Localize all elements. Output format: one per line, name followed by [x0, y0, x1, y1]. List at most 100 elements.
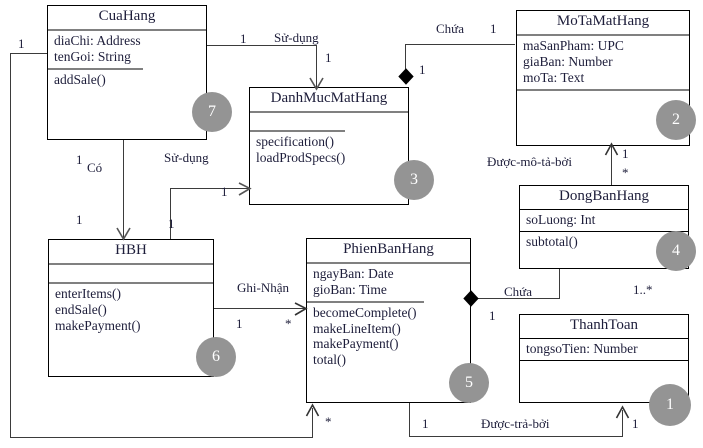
class-name-cuahang: CuaHang [98, 8, 156, 24]
line-cuahang-phien-right-vertical [312, 408, 313, 437]
arrowhead-phien-thanhtoan [615, 405, 630, 419]
line-cuahang-phien-top-horizontal [10, 53, 48, 54]
arrowhead-cuahang-hbh [116, 227, 131, 241]
line-phien-thanhtoan-right-vertical [622, 410, 623, 437]
operation: total() [313, 352, 346, 368]
class-box-motamathang[interactable]: MoTaMatHang maSanPham: UPC giaBan: Numbe… [516, 10, 690, 146]
badge-phienbanhang: 5 [449, 363, 489, 403]
multiplicity-cuahang-down-top: 1 [76, 152, 83, 167]
operation: makePayment() [313, 336, 399, 352]
divider [520, 230, 688, 232]
line-cuahang-hbh-vertical [123, 140, 124, 239]
multiplicity-dongban-chua: 1..* [633, 282, 653, 297]
class-box-dongbanhang[interactable]: DongBanHang soLuong: Int subtotal() [519, 185, 689, 269]
multiplicity-thanhtoan-tra: 1 [632, 416, 639, 431]
divider [307, 300, 425, 303]
badge-hbh: 6 [196, 337, 236, 377]
relation-label-ghinhan: Ghi-Nhận [237, 280, 289, 295]
class-name-dongbanhang: DongBanHang [559, 188, 649, 204]
attribute: soLuong: Int [526, 211, 596, 227]
arrowhead-cuahang-phienbanhang [305, 403, 320, 417]
relation-label-duocmotaboi: Được-mô-tả-bởi [487, 154, 573, 169]
line-cuahang-phien-left-vertical [10, 53, 11, 438]
divider [517, 88, 689, 91]
attribute: ngayBan: Date [313, 265, 394, 281]
divider [520, 359, 688, 361]
operation: specification() [256, 133, 334, 149]
multiplicity-danhmuc-top-right: 1 [419, 62, 426, 77]
badge-cuahang: 7 [192, 92, 232, 132]
arrowhead-hbh-danhmuc [238, 182, 252, 196]
divider [517, 33, 689, 36]
operation: makeLineItem() [313, 320, 401, 336]
class-box-phienbanhang[interactable]: PhienBanHang ngayBan: Date gioBan: Time … [306, 238, 471, 403]
line-hbh-danhmuc-vertical [170, 188, 171, 240]
multiplicity-left-cuahang: 1 [18, 36, 25, 51]
line-phien-dongban-vertical [559, 269, 560, 299]
class-box-cuahang[interactable]: CuaHang diaChi: Address tenGoi: String a… [47, 5, 207, 140]
operation: addSale() [54, 71, 106, 87]
multiplicity-hbh-use-src: 1 [168, 216, 175, 231]
class-attributes-thanhtoan: tongsoTien: Number [520, 339, 688, 360]
badge-motamathang: 2 [656, 100, 696, 140]
class-name-danhmucmathang: DanhMucMatHang [270, 90, 388, 106]
class-operations-thanhtoan [520, 361, 688, 381]
multiplicity-cuahang-right: 1 [240, 31, 247, 46]
class-attributes-phienbanhang: ngayBan: Date gioBan: Time [307, 264, 470, 301]
attribute: moTa: Text [523, 69, 585, 85]
line-hbh-danhmuc-horizontal [170, 188, 250, 189]
badge-thanhtoan: 1 [649, 384, 691, 426]
class-box-thanhtoan[interactable]: ThanhToan tongsoTien: Number [519, 314, 689, 403]
multiplicity-cuahang-down-bottom: 1 [76, 212, 83, 227]
badge-dongbanhang: 4 [656, 231, 696, 271]
composition-diamond-phienbanhang [463, 290, 479, 307]
composition-diamond-motamathang [398, 68, 414, 85]
line-cuahang-sudung-horizontal [207, 45, 317, 46]
multiplicity-phien-chua: 1 [489, 308, 496, 323]
divider [49, 281, 213, 284]
relation-label-sudung-cuahang: Sử-dụng [274, 30, 319, 45]
divider [250, 129, 345, 132]
class-attributes-cuahang: diaChi: Address tenGoi: String [48, 31, 206, 68]
line-cuahang-phien-bottom-horizontal [10, 437, 313, 438]
arrowhead-hbh-phienbanhang [294, 302, 308, 316]
relation-label-co: Có [87, 160, 103, 175]
divider [520, 337, 688, 339]
class-operations-phienbanhang: becomeComplete() makeLineItem() makePaym… [307, 303, 470, 372]
relation-label-chua-motamathang: Chứa [436, 21, 464, 36]
attribute: tongsoTien: Number [526, 340, 638, 356]
line-hbh-phienbanhang-horizontal [213, 308, 305, 309]
line-cuahang-sudung-vertical [316, 45, 317, 90]
attribute: giaBan: Number [523, 53, 613, 69]
multiplicity-phien-bottom-star: * [325, 414, 332, 429]
divider [520, 208, 688, 210]
multiplicity-motamathang-left: 1 [490, 21, 497, 36]
class-operations-cuahang: addSale() [48, 70, 206, 91]
operation: enterItems() [55, 285, 121, 301]
multiplicity-hbh-use-dst: 1 [221, 184, 228, 199]
divider [49, 262, 213, 265]
class-name-motamathang: MoTaMatHang [556, 13, 650, 29]
class-attributes-hbh [49, 265, 213, 282]
attribute: maSanPham: UPC [523, 37, 624, 53]
divider [48, 28, 206, 31]
operation: endSale() [55, 301, 107, 317]
badge-danhmucmathang: 3 [394, 160, 434, 200]
class-attributes-danhmucmathang [250, 113, 408, 130]
line-chua-motamathang-horizontal [405, 44, 515, 45]
divider [307, 261, 470, 264]
class-operations-danhmucmathang: specification() loadProdSpecs() [250, 132, 408, 169]
class-attributes-motamathang: maSanPham: UPC giaBan: Number moTa: Text [517, 36, 689, 89]
multiplicity-ghinhan-dst: * [285, 316, 292, 331]
multiplicity-dongban-up-one: 1 [622, 146, 629, 161]
class-name-thanhtoan: ThanhToan [569, 317, 639, 333]
operation: makePayment() [55, 317, 141, 333]
multiplicity-ghinhan-src: 1 [236, 316, 243, 331]
class-operations-dongbanhang: subtotal() [520, 232, 688, 253]
line-dongban-motamathang-vertical [611, 146, 612, 185]
attribute: tenGoi: String [54, 48, 131, 64]
arrowhead-dongban-motamathang [604, 142, 619, 156]
class-box-danhmucmathang[interactable]: DanhMucMatHang specification() loadProdS… [249, 87, 409, 205]
class-box-hbh[interactable]: HBH enterItems() endSale() makePayment() [48, 239, 214, 377]
line-chua-motamathang-vertical [405, 44, 406, 77]
